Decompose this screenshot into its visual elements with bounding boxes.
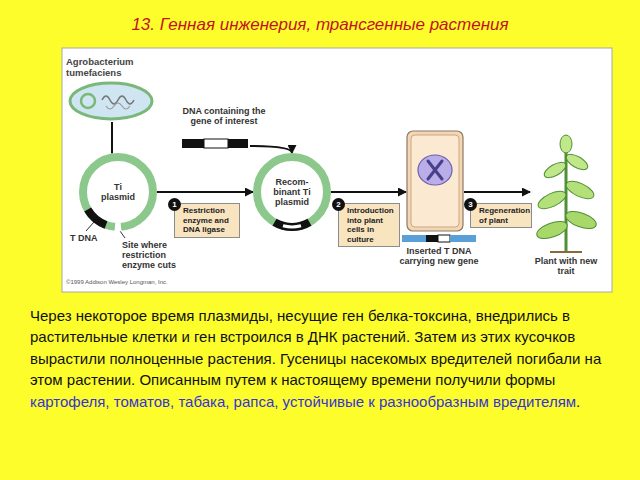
step-box: 2Introduction into plant cells in cultur… [338, 203, 400, 247]
process-arrow [250, 146, 292, 153]
plasmid-label: Ti plasmid [98, 182, 138, 202]
bacterium: Agrobacterium tumefaciens [66, 56, 158, 122]
callout-number: 1 [168, 198, 181, 211]
step-text: Regeneration of plant [479, 206, 528, 225]
dna-label: Inserted T DNA carrying new gene [398, 246, 480, 266]
body-text: Через некоторое время плазмиды, несущие … [30, 305, 618, 412]
body-text-part: Через некоторое время плазмиды, несущие … [30, 307, 601, 388]
highlight-text: картофеля, томатов, табака, рапса, устой… [30, 393, 576, 410]
part-label: T DNA [70, 233, 98, 243]
step-text: Restriction enzyme and DNA ligase [183, 206, 236, 235]
plant-cell: Inserted T DNA carrying new gene [406, 130, 464, 232]
dna-label: DNA containing the gene of interest [176, 106, 272, 126]
process-arrow [157, 191, 253, 193]
organism-label: Agrobacterium tumefaciens [66, 56, 158, 78]
plasmid-label: Recom- binant Ti plasmid [267, 177, 317, 207]
leader-line [86, 222, 94, 231]
process-arrow [111, 122, 113, 153]
body-text-part: . [576, 393, 580, 410]
slide-title: 13. Генная инженерия, трансгенные растен… [0, 15, 640, 35]
plant-label: Plant with new trait [530, 256, 602, 276]
dna-fragment: DNA containing the gene of interest [176, 106, 272, 154]
plasmid-ring: Ti plasmid [78, 152, 158, 232]
step-box: 3Regeneration of plant [470, 203, 532, 228]
plant: Plant with new trait [530, 132, 602, 272]
copyright-note: ©1999 Addison Wesley Longman, Inc. [66, 279, 168, 286]
process-arrow [331, 191, 406, 193]
callout-number: 2 [332, 198, 345, 211]
leader-line [120, 231, 125, 238]
plasmid-ring: Recom- binant Ti plasmid [252, 152, 332, 232]
step-text: Introduction into plant cells in culture [347, 206, 396, 244]
part-label: Site where restriction enzyme cuts [122, 240, 196, 270]
process-arrow [464, 191, 530, 193]
callout-number: 3 [464, 198, 477, 211]
step-box: 1Restriction enzyme and DNA ligase [174, 203, 240, 238]
